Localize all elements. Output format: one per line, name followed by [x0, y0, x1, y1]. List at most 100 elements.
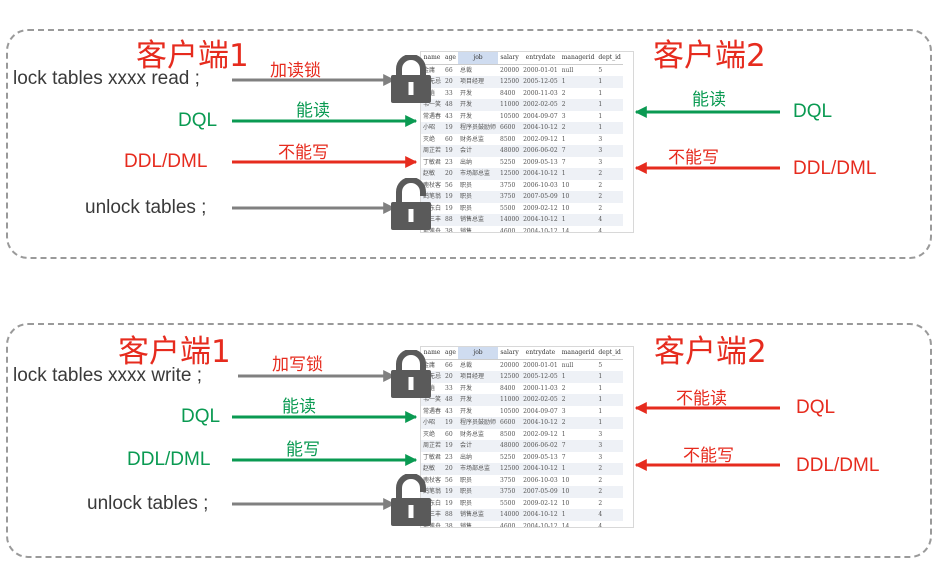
table-cell: 3	[598, 453, 603, 461]
c2-label-can-read: 能读	[692, 90, 726, 110]
table-cell: 出纳	[459, 158, 472, 166]
panel-write-lock	[6, 323, 932, 558]
table-cell: 鹿杖客	[423, 181, 442, 189]
table-cell: 19	[443, 486, 458, 498]
table-cell: 项目经理	[457, 76, 498, 88]
table-cell: 2002-09-12	[523, 430, 558, 438]
table-cell: 10	[561, 476, 570, 484]
table-cell: 10	[561, 204, 570, 212]
table-cell: 1	[559, 76, 597, 88]
table-header-cell: name	[421, 347, 444, 360]
table-cell: 市场部总监	[457, 168, 498, 180]
table-cell: 19	[443, 145, 458, 157]
table-cell: 3750	[498, 486, 522, 498]
table-cell: 职员	[459, 204, 472, 212]
table-cell: 赵敏	[421, 463, 444, 475]
table-cell: 3	[598, 135, 603, 143]
label-can-read: 能读	[296, 101, 330, 121]
table-cell: 19	[443, 122, 458, 134]
table-cell: 7	[559, 440, 597, 452]
table-cell: 14	[561, 227, 570, 233]
table-cell: 1	[596, 417, 623, 429]
table-cell: 俞莲舟	[423, 227, 442, 233]
table-header-cell: dept_id	[596, 52, 623, 65]
table-cell: 2007-05-09	[521, 191, 560, 203]
client2-title: 客户端2	[654, 334, 767, 370]
table-cell: 丁敏君	[423, 453, 442, 461]
table-cell: 2004-10-12	[521, 122, 560, 134]
panel-read-lock	[6, 29, 932, 259]
table-cell: 5500	[500, 204, 516, 212]
table-cell: 6600	[498, 417, 522, 429]
table-cell: 48000	[498, 440, 522, 452]
table-cell: 11000	[498, 394, 522, 406]
table-cell: 11000	[498, 99, 522, 111]
table-cell: 市场部总监	[457, 463, 498, 475]
label-add-write-lock: 加写锁	[272, 355, 323, 375]
table-cell: 88	[443, 214, 458, 226]
lock-closed-icon	[386, 349, 436, 402]
lock-closed-icon	[386, 54, 436, 107]
table-cell: 14000	[498, 214, 522, 226]
table-cell: 3	[561, 112, 566, 120]
table-cell: 1	[559, 168, 597, 180]
table-cell: 1	[559, 371, 597, 383]
table-header-cell: entrydate	[521, 52, 560, 65]
client1-title: 客户端1	[136, 38, 249, 74]
cmd-ddl-dml: DDL/DML	[124, 151, 208, 172]
table-cell: 2	[596, 191, 623, 203]
table-cell: 开发	[459, 384, 472, 392]
label-cannot-write: 不能写	[278, 143, 329, 163]
table-cell: 1	[596, 76, 623, 88]
table-cell: 销售总监	[457, 214, 498, 226]
table-cell: 1	[598, 112, 603, 120]
table-cell: 2000-01-01	[523, 66, 558, 74]
table-cell: 销售	[459, 522, 472, 528]
table-cell: 2002-02-05	[521, 394, 560, 406]
table-cell: 2	[559, 122, 597, 134]
table-cell: 2	[598, 204, 603, 212]
table-cell: 销售总监	[457, 509, 498, 521]
table-cell: 2	[596, 486, 623, 498]
table-cell: 韦一笑	[421, 99, 444, 111]
label-can-write: 能写	[286, 440, 320, 460]
table-cell: 19	[443, 440, 458, 452]
table-header-cell: age	[443, 347, 458, 360]
table-cell: 职员	[459, 181, 472, 189]
table-header-cell: salary	[498, 52, 522, 65]
table-cell: 7	[559, 145, 597, 157]
table-cell: 23	[445, 158, 453, 166]
table-cell: 3	[596, 145, 623, 157]
table-cell: 7	[561, 158, 566, 166]
table-cell: 2009-05-13	[523, 158, 558, 166]
table-cell: 丁敏君	[423, 158, 442, 166]
table-cell: 5500	[500, 499, 516, 507]
table-cell: 4	[596, 509, 623, 521]
table-cell: 常遇春	[423, 112, 442, 120]
table-cell: 2000-01-01	[523, 361, 558, 369]
table-cell: 3	[596, 440, 623, 452]
table-cell: 43	[445, 112, 453, 120]
table-cell: 5250	[500, 158, 516, 166]
table-cell: 2009-02-12	[523, 204, 558, 212]
table-cell: 2004-10-12	[523, 227, 558, 233]
table-cell: 职员	[459, 499, 472, 507]
table-cell: 张三丰	[421, 509, 444, 521]
table-cell: 10	[559, 486, 597, 498]
table-cell: 2004-10-12	[521, 417, 560, 429]
table-cell: 10	[561, 499, 570, 507]
table-cell: 19	[443, 417, 458, 429]
table-cell: 鹤笔翁	[421, 191, 444, 203]
table-cell: 88	[443, 509, 458, 521]
table-cell: 灭绝	[423, 430, 436, 438]
table-cell: 6600	[498, 122, 522, 134]
